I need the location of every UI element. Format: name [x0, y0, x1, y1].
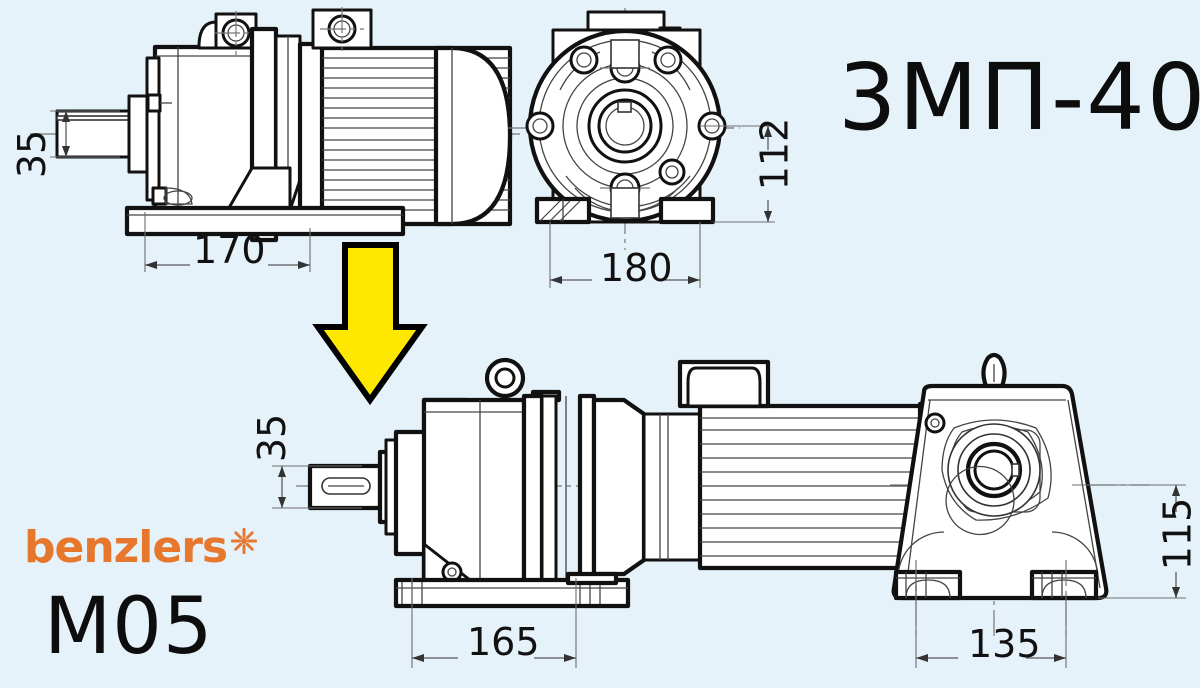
- dimension-35-bottom: [272, 465, 362, 509]
- page-title: 3МП-40: [838, 44, 1200, 151]
- dimension-label-135: 135: [968, 622, 1041, 666]
- dimension-label-35-top: 35: [10, 129, 55, 179]
- replacement-direction-arrow: [312, 242, 428, 406]
- brand-wordmark: benzlers: [24, 522, 228, 573]
- drawing-top-left-side-view: [30, 7, 520, 272]
- dimension-label-165: 165: [467, 620, 540, 664]
- dimension-180: [549, 222, 701, 288]
- dimension-label-115: 115: [1155, 497, 1200, 571]
- dimension-label-170: 170: [193, 228, 266, 272]
- dimension-label-35-bottom: 35: [250, 413, 295, 463]
- dimension-112: [700, 125, 775, 223]
- dimension-165: [411, 578, 577, 668]
- dimension-115: [1072, 484, 1186, 599]
- dimension-170: [144, 212, 311, 272]
- dimension-label-180: 180: [600, 246, 673, 290]
- asterisk-sun-icon: [231, 527, 258, 554]
- model-label: M05: [44, 582, 214, 672]
- dimension-label-112: 112: [752, 117, 797, 191]
- dimension-135: [915, 594, 1067, 668]
- drawing-top-right-front-view: [508, 8, 775, 288]
- drawing-bottom-right-front-view: [890, 352, 1186, 668]
- brand-logo: benzlers: [24, 522, 258, 573]
- dimension-35-top: [50, 110, 120, 158]
